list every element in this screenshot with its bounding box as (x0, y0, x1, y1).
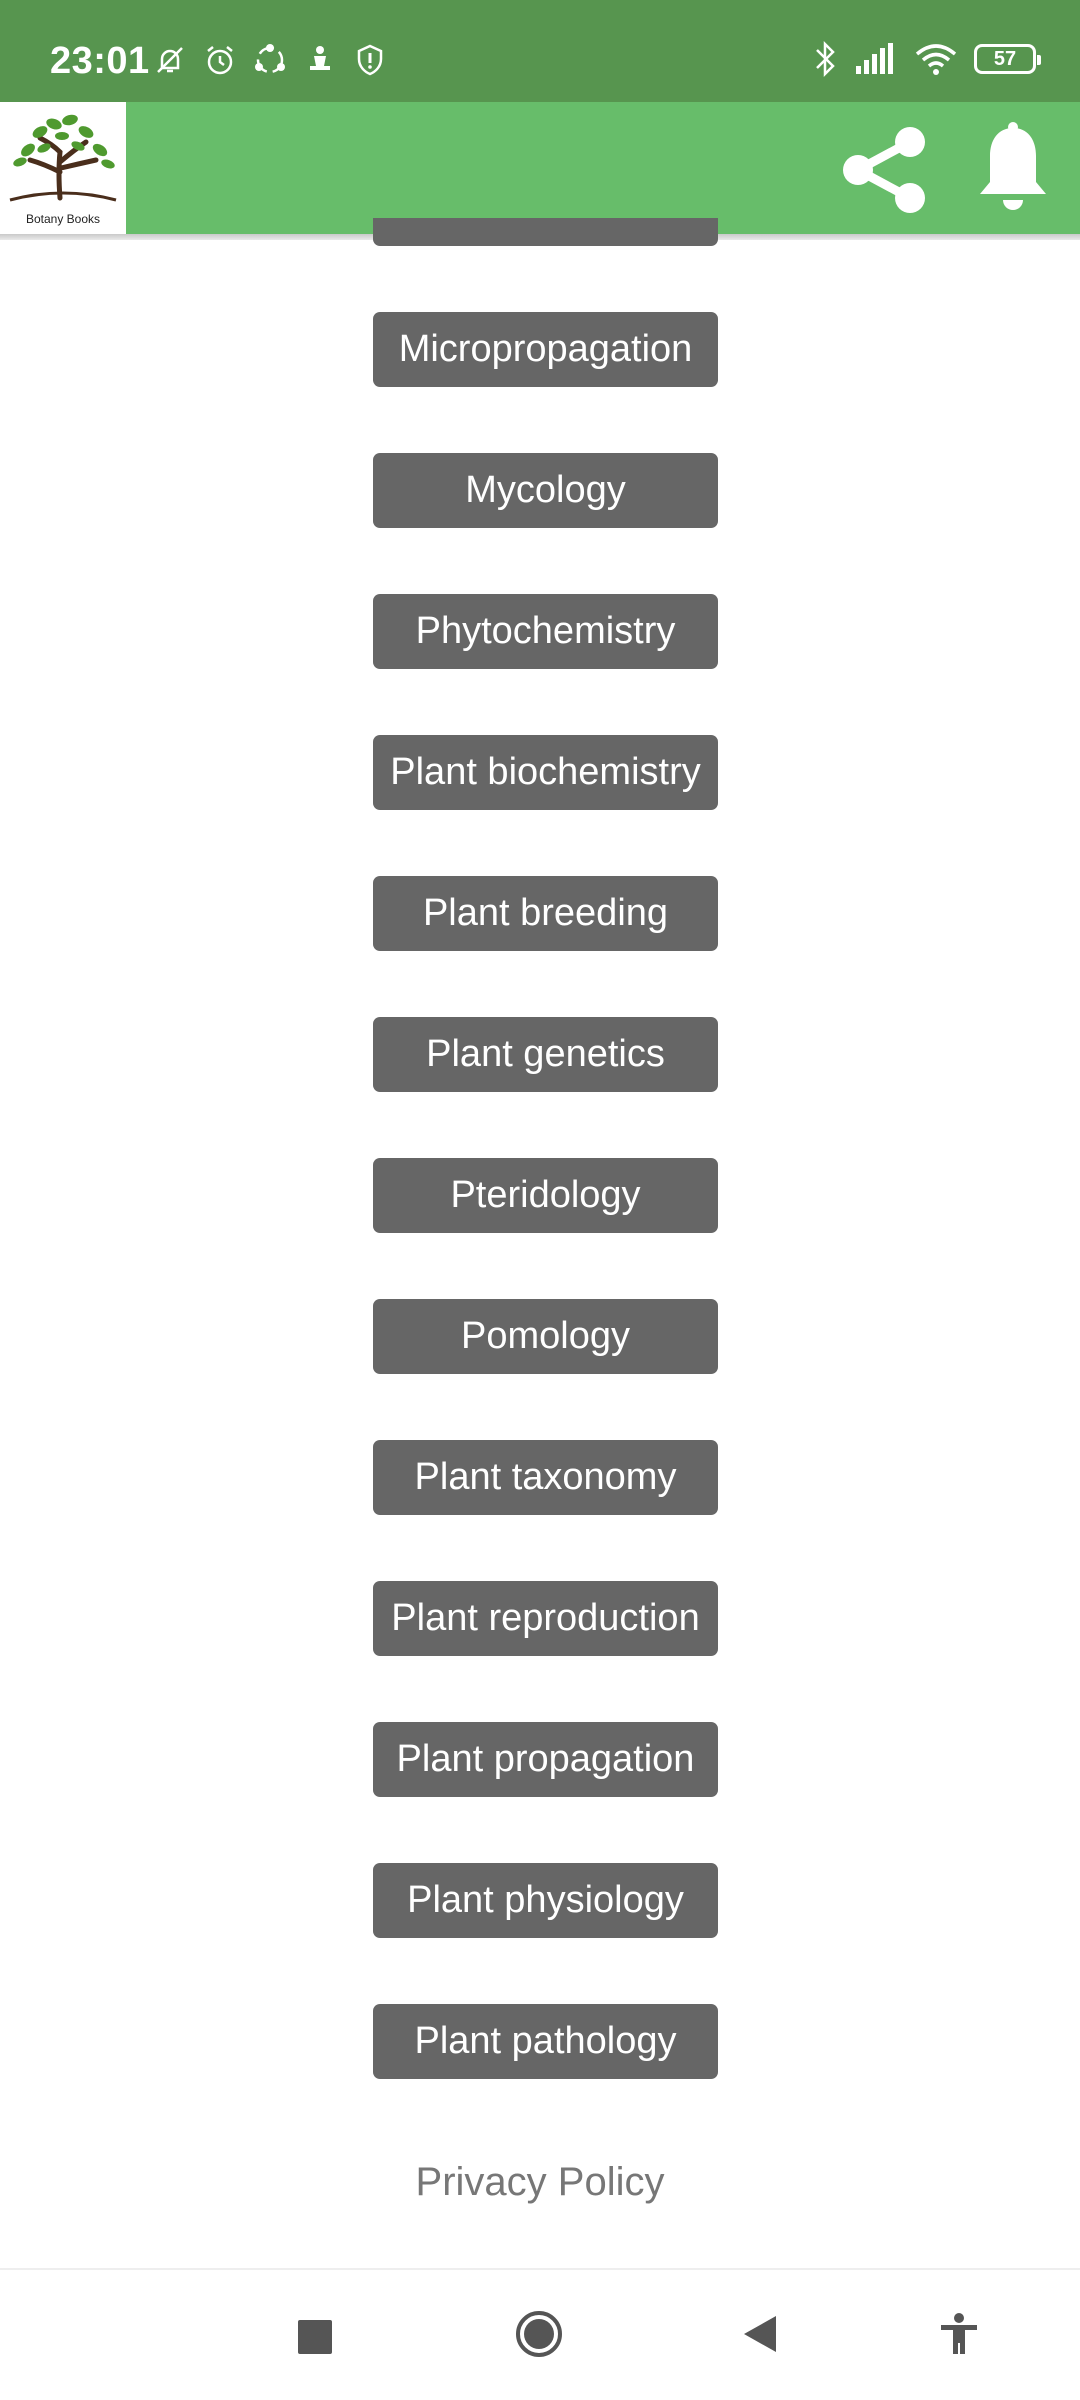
shield-alert-icon (352, 42, 388, 78)
status-time: 23:01 (50, 40, 150, 82)
system-nav-bar (0, 2270, 1080, 2400)
logo-caption: Botany Books (25, 212, 101, 226)
app-logo[interactable]: Botany Books (0, 102, 126, 234)
category-button-plant-biochemistry[interactable]: Plant biochemistry (373, 735, 718, 810)
accessibility-icon[interactable] (937, 2312, 981, 2356)
category-button-micropropagation[interactable]: Micropropagation (373, 312, 718, 387)
category-button-plant-physiology[interactable]: Plant physiology (373, 1863, 718, 1938)
wifi-icon (914, 42, 958, 76)
sync-circle-icon (252, 42, 288, 78)
recent-apps-icon[interactable] (298, 2320, 332, 2354)
notification-bell-icon (980, 122, 1046, 210)
category-button-pomology[interactable]: Pomology (373, 1299, 718, 1374)
muted-bell-icon (152, 42, 188, 78)
tree-logo-icon (9, 114, 117, 202)
share-icon (843, 127, 925, 213)
cell-signal-icon (854, 42, 898, 76)
battery-level: 57 (993, 48, 1017, 70)
nav-divider (0, 2268, 1080, 2270)
status-icons-left (152, 42, 388, 78)
privacy-policy-link[interactable]: Privacy Policy (415, 2160, 665, 2204)
category-button-phytochemistry[interactable]: Phytochemistry (373, 594, 718, 669)
category-button-pteridology[interactable]: Pteridology (373, 1158, 718, 1233)
meditation-icon (302, 42, 338, 78)
category-button-mycology[interactable]: Mycology (373, 453, 718, 528)
back-icon[interactable] (742, 2314, 778, 2354)
alarm-icon (202, 42, 238, 78)
category-button-partial[interactable] (373, 218, 718, 246)
notifications-button[interactable] (968, 120, 1058, 220)
category-button-plant-reproduction[interactable]: Plant reproduction (373, 1581, 718, 1656)
category-button-plant-breeding[interactable]: Plant breeding (373, 876, 718, 951)
category-button-plant-genetics[interactable]: Plant genetics (373, 1017, 718, 1092)
category-button-plant-pathology[interactable]: Plant pathology (373, 2004, 718, 2079)
app-bar: Botany Books (0, 102, 1080, 234)
home-icon[interactable] (515, 2310, 563, 2358)
status-icons-right: 57 (812, 40, 1041, 78)
category-button-plant-propagation[interactable]: Plant propagation (373, 1722, 718, 1797)
category-button-plant-taxonomy[interactable]: Plant taxonomy (373, 1440, 718, 1515)
share-button[interactable] (836, 120, 932, 220)
bluetooth-icon (812, 40, 838, 78)
battery-icon: 57 (974, 44, 1041, 74)
status-bar: 23:01 (0, 0, 1080, 102)
